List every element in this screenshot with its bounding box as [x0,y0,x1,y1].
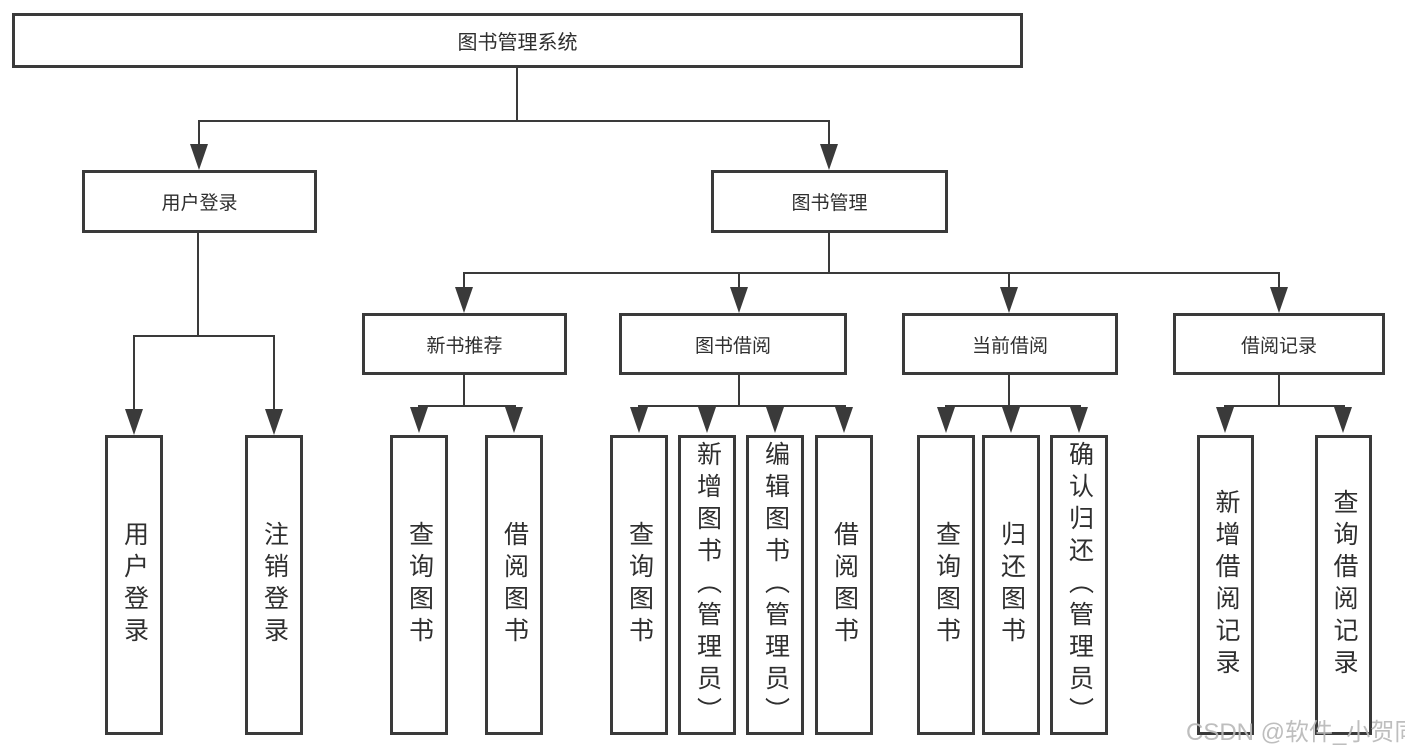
connector-records-stem [1278,375,1280,407]
node-return-book: 归还图书 [982,435,1040,735]
arrow-down-icon [937,407,955,433]
arrow-down-icon [698,407,716,433]
arrow-down-icon [1334,407,1352,433]
node-add-book-admin: 新增图书（管理员） [678,435,736,735]
arrow-down-icon [1070,407,1088,433]
node-query-book: 查询图书 [390,435,448,735]
node-borrow-book: 借阅图书 [815,435,873,735]
connector-newbook-stem [463,375,465,407]
node-query-book: 查询图书 [610,435,668,735]
connector-userlogin-drop [133,335,135,411]
connector-login-drop [198,120,200,148]
node-edit-book-admin: 编辑图书（管理员） [746,435,804,735]
connector-currentborrow-drop [1008,272,1010,289]
arrow-down-icon [1002,407,1020,433]
node-query-borrow-record: 查询借阅记录 [1315,435,1372,735]
arrow-down-icon [410,407,428,433]
connector-bookborrow-hbar [638,405,846,407]
node-book-borrowing: 图书借阅 [619,313,847,375]
connector-level3-hbar [463,272,1280,274]
connector-newbook-hbar [418,405,516,407]
arrow-down-icon [125,409,143,435]
connector-level2-hbar [198,120,830,122]
connector-newbook-drop [463,272,465,289]
arrow-down-icon [505,407,523,433]
arrow-down-icon [265,409,283,435]
connector-login-hbar [133,335,275,337]
node-borrow-book: 借阅图书 [485,435,543,735]
arrow-down-icon [190,144,208,170]
arrow-down-icon [1000,287,1018,313]
arrow-down-icon [835,407,853,433]
connector-logout-drop [273,335,275,411]
node-library-system: 图书管理系统 [12,13,1023,68]
connector-currentborrow-hbar [945,405,1081,407]
connector-bookmgmt-drop [828,120,830,148]
connector-bookmgmt-stem [828,233,830,274]
node-user-login: 用户登录 [105,435,163,735]
node-logout: 注销登录 [245,435,303,735]
node-book-management-module: 图书管理 [711,170,948,233]
connector-bookborrow-stem [738,375,740,407]
connector-login-stem [197,233,199,335]
arrow-down-icon [730,287,748,313]
node-confirm-return-admin: 确认归还（管理员） [1050,435,1108,735]
arrow-down-icon [455,287,473,313]
node-user-login-module: 用户登录 [82,170,317,233]
arrow-down-icon [1216,407,1234,433]
csdn-watermark: CSDN @软件_小贺同学 [1186,719,1405,746]
connector-records-drop [1278,272,1280,289]
node-add-borrow-record: 新增借阅记录 [1197,435,1254,735]
arrow-down-icon [630,407,648,433]
arrow-down-icon [820,144,838,170]
connector-bookborrow-drop [738,272,740,289]
connector-records-hbar [1224,405,1345,407]
connector-currentborrow-stem [1008,375,1010,407]
arrow-down-icon [766,407,784,433]
node-current-borrowing: 当前借阅 [902,313,1118,375]
node-query-book: 查询图书 [917,435,975,735]
node-new-book-recommend: 新书推荐 [362,313,567,375]
node-borrowing-records: 借阅记录 [1173,313,1385,375]
connector-root-stem [516,68,518,120]
arrow-down-icon [1270,287,1288,313]
